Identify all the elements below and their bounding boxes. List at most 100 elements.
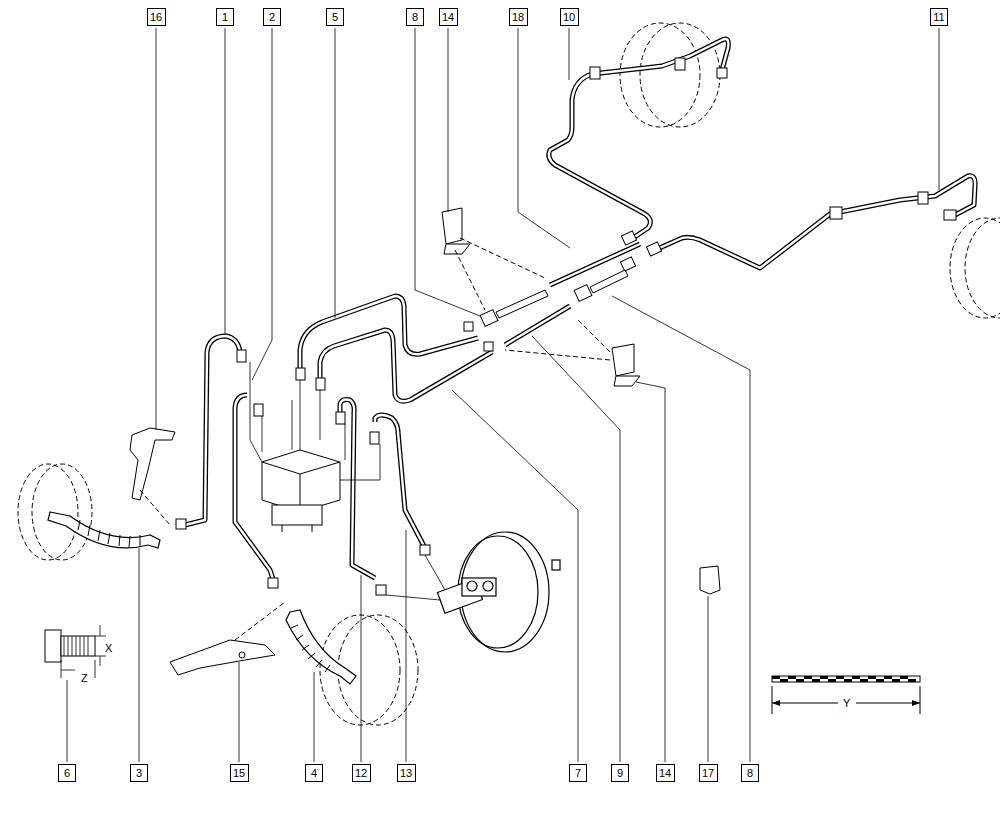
callout-number: 15	[233, 767, 245, 779]
illustration-part	[32, 464, 92, 560]
illustration-part	[386, 555, 445, 600]
illustration-part	[908, 679, 916, 682]
illustration-part	[918, 192, 928, 204]
illustration-part	[250, 362, 380, 480]
illustration-part	[78, 520, 140, 547]
illustration-part	[336, 412, 345, 424]
illustration-part	[646, 242, 661, 256]
illustration-part	[812, 679, 820, 682]
callout-number: 14	[659, 767, 671, 779]
illustration-part	[496, 290, 548, 318]
illustration-part	[18, 23, 1000, 725]
callout-box: 18	[509, 8, 528, 26]
callout-box: 3	[130, 764, 148, 782]
illustration-part	[61, 636, 95, 656]
illustration-part	[578, 320, 610, 352]
illustration-part	[796, 679, 804, 682]
illustration-part	[140, 238, 610, 640]
illustration-part	[376, 585, 386, 595]
illustration-part	[636, 382, 665, 762]
illustration-part	[717, 68, 727, 78]
illustration-part	[860, 679, 868, 682]
illustration-part	[480, 310, 498, 327]
illustration-part	[185, 39, 975, 582]
illustration-part	[944, 210, 956, 220]
illustration-part	[406, 530, 407, 762]
illustration-part	[130, 208, 720, 675]
illustration-part	[420, 545, 430, 555]
callout-box: 12	[352, 764, 371, 782]
illustration-part	[361, 575, 362, 762]
illustration-part	[590, 270, 628, 293]
illustration-part	[552, 560, 560, 570]
illustration-part	[772, 676, 780, 679]
callout-number: 4	[311, 767, 317, 779]
illustration-part	[130, 428, 175, 500]
callout-box: 10	[560, 8, 579, 26]
illustration-part	[185, 39, 975, 582]
illustration-part	[518, 28, 570, 248]
dimension-label: Z	[80, 672, 89, 684]
illustration-part	[262, 450, 340, 532]
illustration-part	[225, 28, 226, 334]
illustration-part	[235, 602, 285, 640]
illustration-part	[262, 450, 340, 512]
illustration-part	[464, 322, 473, 331]
illustration-part	[708, 596, 709, 762]
illustration-part	[788, 676, 796, 679]
illustration-part	[462, 578, 496, 596]
illustration-part	[780, 679, 788, 682]
callout-box: 15	[230, 764, 249, 782]
illustration-part	[461, 532, 549, 652]
illustration-part	[590, 67, 600, 79]
illustration-part	[772, 686, 920, 714]
illustration-part	[804, 676, 812, 679]
callout-number: 6	[64, 767, 70, 779]
callout-box: 8	[741, 764, 759, 782]
illustration-part	[45, 630, 95, 662]
illustration-part	[884, 676, 892, 679]
illustration-part	[67, 28, 939, 762]
illustration-part	[820, 676, 828, 679]
callout-number: 17	[702, 767, 714, 779]
illustration-part	[250, 362, 380, 480]
callout-box: 14	[439, 8, 458, 26]
callout-box: 14	[656, 764, 675, 782]
illustration-part	[156, 28, 157, 430]
illustration-part	[844, 679, 852, 682]
illustration-part	[612, 296, 750, 762]
illustration-part	[939, 28, 940, 190]
illustration-part	[314, 672, 315, 762]
illustration-part	[386, 555, 445, 600]
callout-number: 14	[442, 11, 454, 23]
illustration-part	[574, 285, 592, 302]
illustration-part	[830, 207, 842, 219]
illustration-part	[442, 208, 462, 244]
callout-number: 9	[617, 767, 623, 779]
illustration-part	[621, 231, 636, 245]
illustration-part	[415, 28, 480, 316]
callout-number: 12	[355, 767, 367, 779]
illustration-part	[252, 28, 272, 380]
illustration-part	[868, 676, 876, 679]
illustration-part	[458, 536, 538, 648]
illustration-part	[772, 676, 920, 682]
callout-box: 13	[397, 764, 416, 782]
illustration-part	[452, 390, 578, 762]
illustration-part	[876, 679, 884, 682]
callout-number: 10	[563, 11, 575, 23]
illustration-part	[176, 519, 186, 529]
illustration-part	[620, 23, 700, 127]
callout-number: 5	[332, 11, 338, 23]
illustration-part	[620, 257, 635, 271]
illustration-part	[483, 581, 493, 591]
callout-number: 1	[222, 11, 228, 23]
callout-box: 17	[699, 764, 718, 782]
illustration-part	[272, 505, 322, 525]
callout-number: 18	[512, 11, 524, 23]
callout-box: 1	[216, 8, 234, 26]
illustration-part	[254, 404, 263, 416]
callout-number: 3	[136, 767, 142, 779]
illustration-part	[268, 578, 278, 588]
callout-box: 6	[58, 764, 76, 782]
